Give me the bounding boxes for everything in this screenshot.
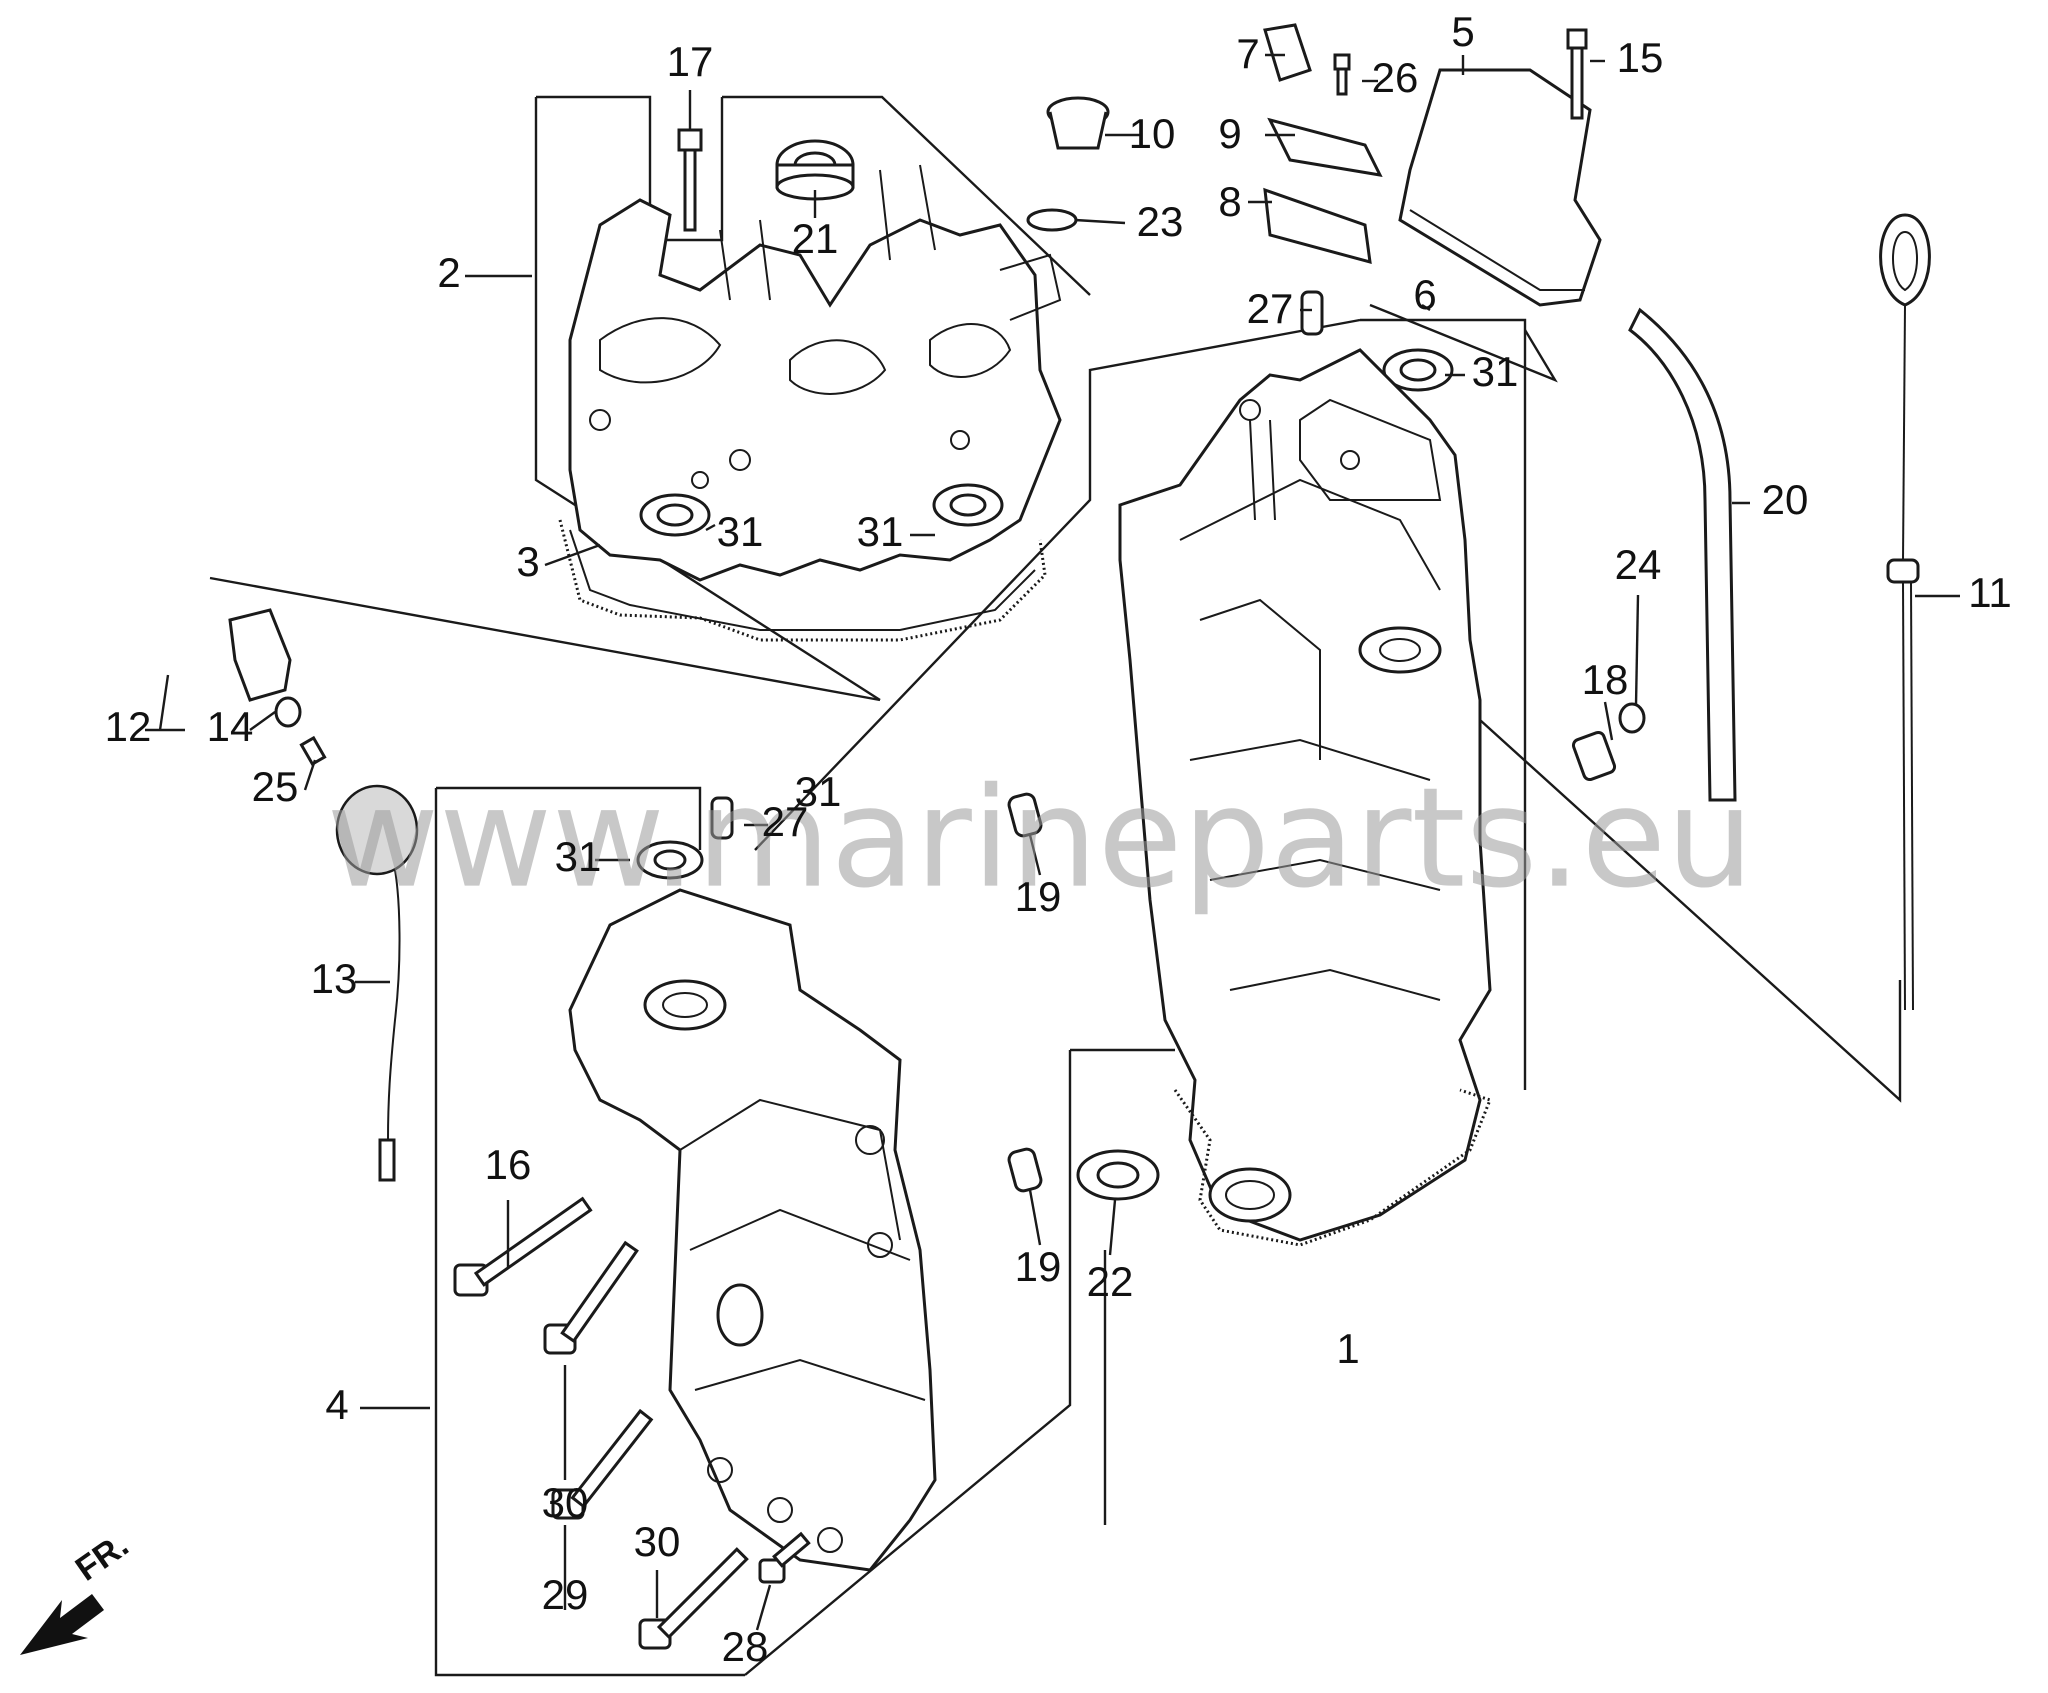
callout-28: 28 — [722, 1623, 769, 1670]
callout-leader-lines — [145, 53, 1960, 1631]
callout-17: 17 — [667, 38, 714, 85]
part-cylinder-block — [1118, 348, 1492, 1242]
part-breather-hose — [1628, 307, 1737, 802]
part-dowel-pins — [710, 290, 1324, 840]
callout-18: 18 — [1582, 656, 1629, 703]
callout-24: 24 — [1615, 541, 1662, 588]
callout-29: 29 — [542, 1571, 589, 1618]
part-dowel-19 — [1007, 792, 1043, 1193]
callout-23: 23 — [1137, 198, 1184, 245]
callout-1: 1 — [1336, 1325, 1359, 1372]
callout-6: 6 — [1413, 271, 1436, 318]
callout-16: 16 — [485, 1141, 532, 1188]
callout-19-lower: 19 — [1015, 1243, 1062, 1290]
callout-7: 7 — [1236, 30, 1259, 77]
part-breather-assembly — [1263, 23, 1602, 307]
callout-21: 21 — [792, 215, 839, 262]
callout-11: 11 — [1968, 569, 2012, 616]
front-direction-label: FR. — [69, 1526, 136, 1589]
front-direction-marker: FR. — [20, 1526, 135, 1655]
part-valve-cover — [568, 164, 1062, 582]
callout-31-dowel: 31 — [795, 768, 842, 815]
callout-25: 25 — [252, 763, 299, 810]
callout-26: 26 — [1372, 54, 1419, 101]
part-oil-pressure-sensor — [228, 608, 327, 767]
part-bolt-17 — [677, 128, 703, 232]
callout-30-lower: 30 — [634, 1518, 681, 1565]
part-block-gasket — [1173, 1088, 1492, 1247]
callout-31-lower-case: 31 — [555, 833, 602, 880]
part-dipstick — [1879, 213, 1931, 1011]
part-filler-cap — [1026, 96, 1110, 232]
callout-numbers: 1 2 3 4 5 6 7 8 9 10 11 12 13 14 15 16 1… — [105, 8, 2012, 1670]
callout-13: 13 — [311, 955, 358, 1002]
callout-22: 22 — [1087, 1258, 1134, 1305]
part-lower-case — [568, 888, 937, 1572]
part-collar-18 — [1571, 702, 1646, 782]
callout-8: 8 — [1218, 178, 1241, 225]
part-oil-seals — [636, 139, 1454, 1201]
callout-31-cover-left: 31 — [717, 508, 764, 555]
part-bolts-lower — [453, 1196, 811, 1650]
part-cover-gasket — [558, 519, 1047, 642]
part-sensor-cable — [335, 784, 419, 1182]
callout-31-block: 31 — [1472, 348, 1519, 395]
callout-19-upper: 19 — [1015, 873, 1062, 920]
callout-15: 15 — [1617, 34, 1664, 81]
callout-31-cover-right: 31 — [857, 508, 904, 555]
callout-10: 10 — [1129, 110, 1176, 157]
front-direction-arrow-icon — [20, 1594, 104, 1655]
callout-27-lower: 27 — [762, 798, 809, 845]
callout-2: 2 — [437, 249, 460, 296]
callout-30-upper: 30 — [542, 1479, 589, 1526]
callout-4: 4 — [325, 1381, 348, 1428]
callout-12: 12 — [105, 703, 152, 750]
watermark-text: www.marineparts.eu — [326, 758, 1753, 919]
callout-27-upper: 27 — [1247, 285, 1294, 332]
callout-3: 3 — [516, 538, 539, 585]
callout-14: 14 — [207, 703, 254, 750]
callout-20: 20 — [1762, 476, 1809, 523]
callout-5: 5 — [1451, 8, 1474, 55]
group-boundary-lines — [209, 95, 1902, 1677]
callout-9: 9 — [1218, 110, 1241, 157]
